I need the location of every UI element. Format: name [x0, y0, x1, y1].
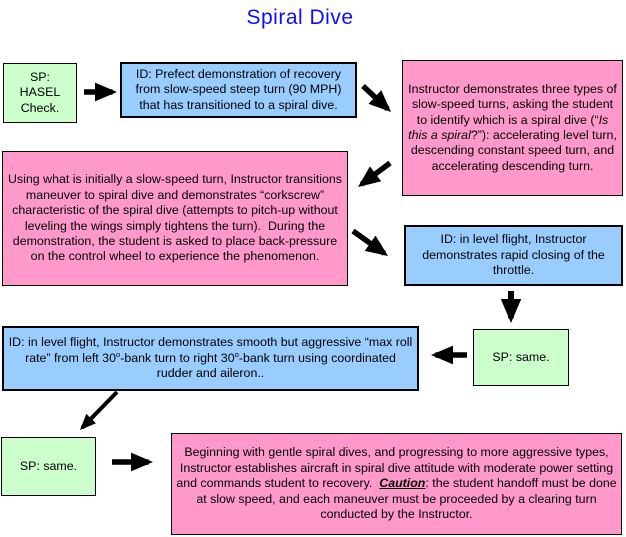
text-segment: Caution [379, 476, 426, 491]
arrow-recovery-to-three-turns [361, 83, 391, 112]
box-id-recovery-demo: ID: Prefect demonstration of recovery fr… [120, 62, 357, 118]
text-segment: ?”): accelerating level turn, descending… [410, 128, 617, 173]
box-spiral-dive-practice-text: Beginning with gentle spiral dives, and … [176, 445, 617, 522]
text-segment: o [115, 349, 121, 359]
text-segment: -bank turn to right 30 [120, 350, 235, 365]
box-corkscrew-demo: Using what is initially a slow-speed tur… [2, 151, 348, 286]
arrow-max-roll-to-sp-same-lower [80, 390, 119, 431]
text-segment: Instructor demonstrates three types of s… [408, 81, 617, 127]
box-spiral-dive-practice: Beginning with gentle spiral dives, and … [171, 433, 622, 535]
text-segment: Is this a spiral [408, 112, 609, 142]
text-segment: SP: same. [19, 458, 78, 473]
arrow-three-turns-to-corkscrew [357, 160, 392, 188]
text-segment: SP: HASEL Check. [19, 69, 61, 115]
box-sp-same-lower-text: SP: same. [6, 459, 91, 474]
text-segment: ID: Prefect demonstration of recovery fr… [135, 66, 342, 112]
text-segment: : the student handoff must be done at sl… [196, 476, 617, 522]
box-three-slow-speed-turns-text: Instructor demonstrates three types of s… [407, 82, 618, 174]
box-id-max-roll-rate-text: ID: in level flight, Instructor demonstr… [8, 335, 413, 381]
diagram-title: Spiral Dive [246, 6, 354, 29]
box-id-max-roll-rate: ID: in level flight, Instructor demonstr… [2, 326, 419, 391]
text-segment: Using what is initially a slow-speed tur… [8, 172, 342, 264]
box-sp-same-upper-text: SP: same. [478, 350, 564, 365]
box-id-recovery-demo-text: ID: Prefect demonstration of recovery fr… [126, 67, 351, 113]
box-sp-same-lower: SP: same. [1, 437, 96, 496]
text-segment: Beginning with gentle spiral dives, and … [176, 445, 614, 491]
text-segment: SP: same. [492, 349, 550, 364]
text-segment: -bank turn using coordinated rudder and … [156, 350, 396, 381]
box-corkscrew-demo-text: Using what is initially a slow-speed tur… [7, 172, 343, 264]
arrow-corkscrew-to-throttle [351, 228, 389, 256]
box-three-slow-speed-turns: Instructor demonstrates three types of s… [402, 60, 623, 196]
box-id-throttle-closing: ID: in level flight, Instructor demonstr… [404, 225, 623, 286]
text-segment: o [234, 349, 239, 359]
box-sp-hasel-check-text: SP: HASEL Check. [8, 70, 72, 116]
text-segment: ID: in level flight, Instructor demonstr… [8, 335, 413, 365]
box-id-throttle-closing-text: ID: in level flight, Instructor demonstr… [410, 232, 617, 278]
text-segment: ID: in level flight, Instructor demonstr… [422, 232, 605, 278]
box-sp-same-upper: SP: same. [473, 329, 569, 386]
box-sp-hasel-check: SP: HASEL Check. [3, 63, 77, 123]
